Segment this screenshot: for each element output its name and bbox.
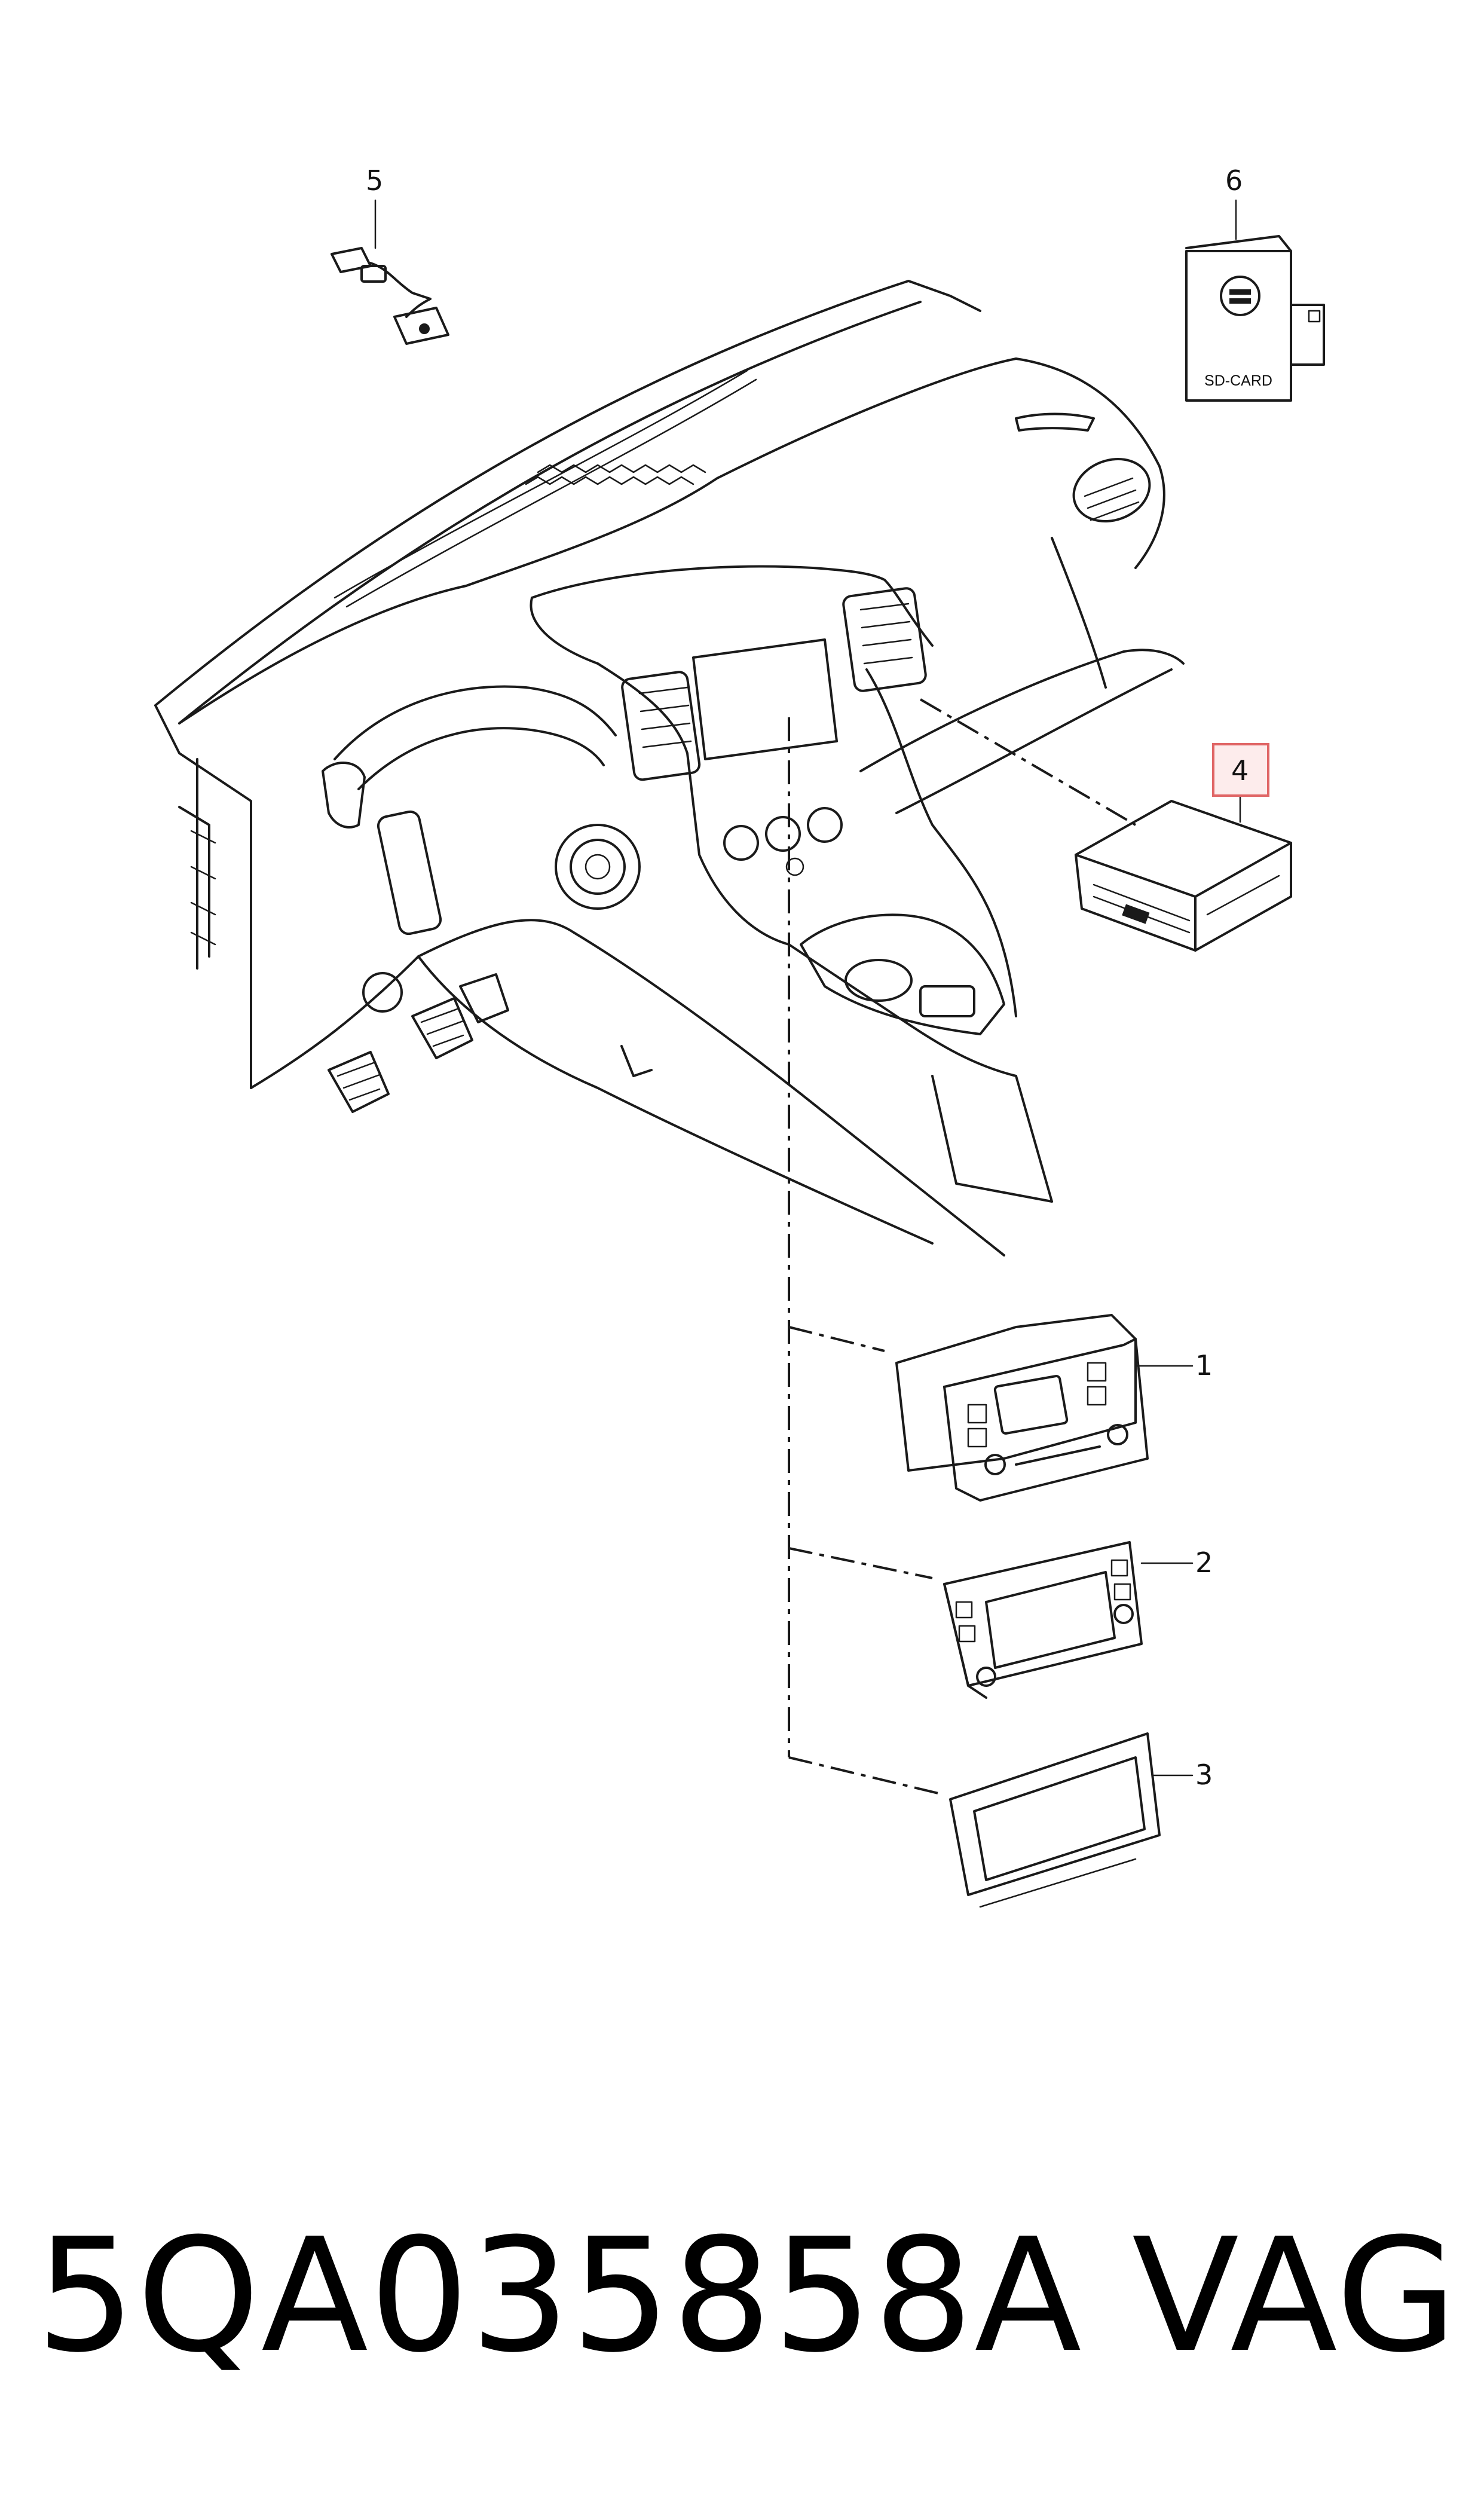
part-5-cable-connector: 5 — [331, 164, 449, 345]
part-3-large-display: 3 — [949, 1732, 1213, 1908]
sd-card-label: SD-CARD — [1204, 372, 1272, 389]
part-4-navigation-module: 4 — [1075, 743, 1292, 952]
callout-4-highlight-box — [1212, 743, 1269, 797]
dashboard-assembly — [154, 280, 1185, 1257]
callout-1: 1 — [1195, 1349, 1213, 1381]
grille-pattern — [525, 464, 706, 485]
callout-2: 2 — [1195, 1546, 1213, 1579]
radio-buttons — [967, 1362, 1107, 1448]
callout-4: 4 — [1231, 754, 1249, 787]
part-6-sd-card: 6 SD-CARD — [1185, 164, 1325, 402]
display-buttons — [955, 1559, 1131, 1643]
part-caption: 5QA035858A VAG — [36, 2188, 1458, 2403]
part-1-radio-unit: 1 — [895, 1314, 1213, 1502]
pedals — [328, 973, 509, 1113]
callout-5: 5 — [366, 164, 383, 197]
callout-6: 6 — [1225, 164, 1243, 197]
part-2-display-unit: 2 — [943, 1541, 1213, 1699]
exploded-parts-diagram: 1 2 3 4 5 — [154, 164, 1325, 1908]
brand-name: VAG — [1131, 2204, 1458, 2387]
climate-knobs — [723, 807, 843, 876]
part-number: 5QA035858A — [36, 2204, 1083, 2387]
leader-lines — [788, 698, 1137, 1794]
vent-slats — [638, 603, 913, 748]
callout-3: 3 — [1195, 1759, 1213, 1791]
